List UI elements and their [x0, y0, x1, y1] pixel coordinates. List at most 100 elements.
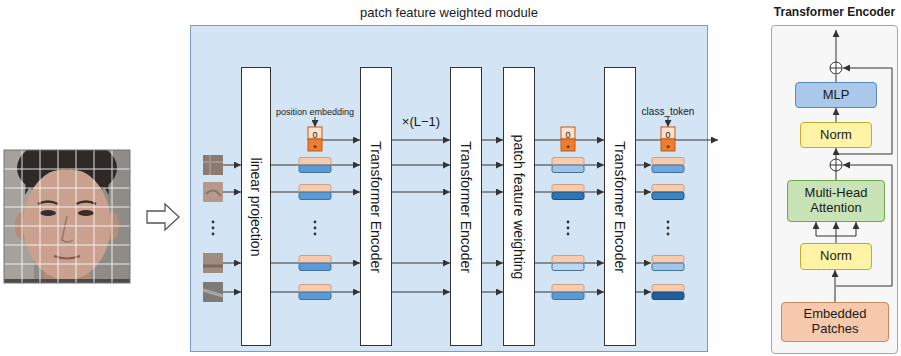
nose — [62, 216, 73, 242]
box-label: Transformer Encoder — [612, 141, 628, 273]
attention-block: Multi-Head Attention — [787, 180, 885, 222]
flow-arrow — [392, 165, 450, 166]
patch-texture — [203, 155, 223, 175]
face — [23, 168, 111, 280]
face-photo — [4, 150, 130, 283]
box-label: Norm — [820, 128, 852, 143]
encoder-wiring — [816, 30, 892, 286]
eye — [78, 210, 94, 216]
panel-title: patch feature weighted module — [360, 5, 538, 20]
annotation: position embedding — [276, 107, 354, 117]
edge-label: ×(L−1) — [400, 114, 442, 129]
annotation: * — [566, 143, 570, 153]
add-cross — [830, 159, 842, 171]
patch-token — [299, 192, 331, 200]
flow-arrow — [223, 192, 241, 193]
flow-arrow — [482, 292, 503, 293]
annotation: class_token — [642, 106, 695, 117]
collar — [4, 279, 130, 283]
annotation: 0 — [665, 130, 670, 140]
token-column — [652, 127, 684, 300]
flow-arrow — [322, 140, 360, 141]
flow-arrow — [392, 263, 450, 264]
encoder-box: Transformer Encoder — [604, 67, 636, 346]
token-column — [299, 127, 331, 300]
box-label: Norm — [820, 249, 852, 264]
position-token — [552, 285, 584, 293]
label-holder: * — [313, 138, 317, 154]
image-patches — [203, 155, 223, 302]
patch-token — [299, 292, 331, 300]
patch-token — [552, 192, 584, 200]
brow — [38, 202, 58, 205]
ellipsis-dot — [667, 233, 670, 236]
flow-arrow — [636, 165, 651, 166]
patch-token — [652, 192, 684, 200]
box-label: patch feature weighting — [511, 134, 527, 279]
patch-grid — [4, 150, 130, 283]
label-holder: 0 — [312, 125, 317, 141]
patch-image — [203, 182, 223, 202]
flow-arrow — [636, 263, 651, 264]
embedding-block: Embedded Patches — [781, 302, 889, 342]
ellipsis-dot — [212, 227, 215, 230]
encoder-box: Transformer Encoder — [450, 67, 482, 346]
wire — [816, 236, 856, 237]
ellipsis-dot — [314, 221, 317, 224]
patch-image — [203, 282, 223, 302]
box-label: Embedded Patches — [785, 307, 885, 337]
ellipsis-dot — [567, 233, 570, 236]
token-column — [552, 127, 584, 300]
flow-arrow — [392, 192, 450, 193]
residual-line — [836, 68, 892, 154]
patch-token — [652, 292, 684, 300]
patch-token — [552, 263, 584, 271]
module-panel: patch feature weighted modulelinear proj… — [190, 25, 708, 352]
position-token — [552, 185, 584, 193]
label-holder: 0 — [565, 125, 570, 141]
flow-arrow — [482, 263, 503, 264]
ellipsis-dot — [567, 221, 570, 224]
patch-image — [203, 155, 223, 175]
grid-line — [4, 169, 130, 264]
position-token — [552, 256, 584, 264]
label-holder: ×(L−1) — [400, 113, 442, 129]
ellipsis-dot — [314, 233, 317, 236]
encoder-box: Transformer Encoder — [360, 67, 392, 346]
wire — [836, 75, 837, 82]
flow-arrow — [636, 292, 651, 293]
hair — [25, 154, 109, 195]
output-arrow — [836, 30, 837, 62]
ellipsis-dot — [667, 221, 670, 224]
position-token — [552, 158, 584, 166]
label-holder: * — [666, 138, 670, 154]
position-token — [299, 285, 331, 293]
add-circle — [830, 62, 842, 74]
box-label: Transformer Encoder — [368, 141, 384, 273]
leader-arrow — [315, 117, 316, 127]
norm-block: Norm — [800, 122, 872, 148]
weighting-box: patch feature weighting — [503, 67, 535, 346]
leader-arrow — [668, 117, 669, 127]
annotation: * — [666, 143, 670, 153]
residual-line — [836, 165, 892, 286]
patch-texture — [206, 190, 221, 196]
patch-image — [203, 253, 223, 273]
flow-arrow — [223, 263, 241, 264]
attention-input — [856, 222, 857, 236]
flow-arrow — [392, 292, 450, 293]
position-token — [299, 256, 331, 264]
encoder-panel: Transformer EncoderMLPNormMulti-Head Att… — [771, 25, 898, 354]
position-token — [299, 185, 331, 193]
annotation: 0 — [312, 130, 317, 140]
box-label: linear projection — [248, 157, 264, 256]
label-holder: 0 — [665, 125, 670, 141]
position-token — [652, 158, 684, 166]
class-token — [661, 127, 675, 139]
flow-arrow — [482, 140, 503, 141]
patch-token — [299, 263, 331, 271]
flow-arrow — [835, 270, 836, 302]
ellipsis-dot — [567, 227, 570, 230]
